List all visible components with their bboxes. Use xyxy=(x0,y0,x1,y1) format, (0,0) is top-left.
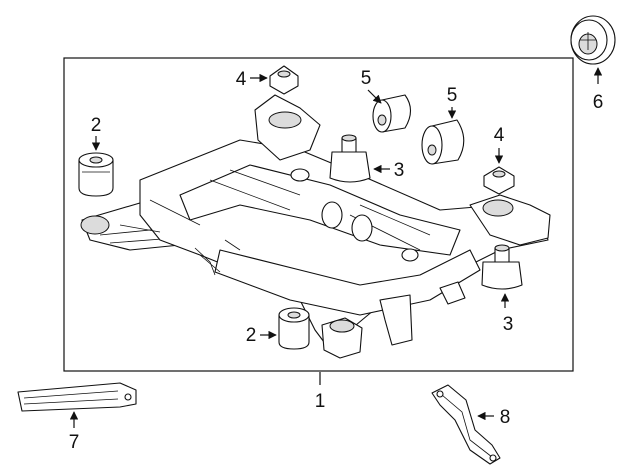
mount-center xyxy=(329,134,371,183)
callout-1-crossmember: 1 xyxy=(315,391,326,412)
bushing-left xyxy=(78,152,114,197)
bushing-bottom xyxy=(278,307,310,350)
callout-2-bushing-left: 2 xyxy=(91,115,102,136)
callout-7-brace-left: 7 xyxy=(69,432,80,453)
callout-4-stopper-top: 4 xyxy=(236,69,247,90)
callout-5-bushing-middle: 5 xyxy=(447,85,458,106)
crossmember-frame xyxy=(80,94,551,359)
callout-6-damper: 6 xyxy=(593,92,604,113)
damper xyxy=(570,15,616,65)
mount-right xyxy=(481,244,523,290)
callout-2-bushing-bottom: 2 xyxy=(246,325,257,346)
callout-8-brace-right: 8 xyxy=(500,407,511,428)
brace-left xyxy=(17,382,137,412)
callout-3-mount-right: 3 xyxy=(503,314,514,335)
callout-4-stopper-right: 4 xyxy=(494,125,505,146)
bushing-middle xyxy=(421,119,465,165)
callout-5-bushing-upper: 5 xyxy=(361,68,372,89)
bushing-upper xyxy=(372,94,412,133)
callout-3-mount-center: 3 xyxy=(394,160,405,181)
stopper-right xyxy=(483,166,515,195)
brace-right xyxy=(431,384,501,465)
assembly-frame-box xyxy=(63,57,574,372)
stopper-top xyxy=(269,65,299,95)
